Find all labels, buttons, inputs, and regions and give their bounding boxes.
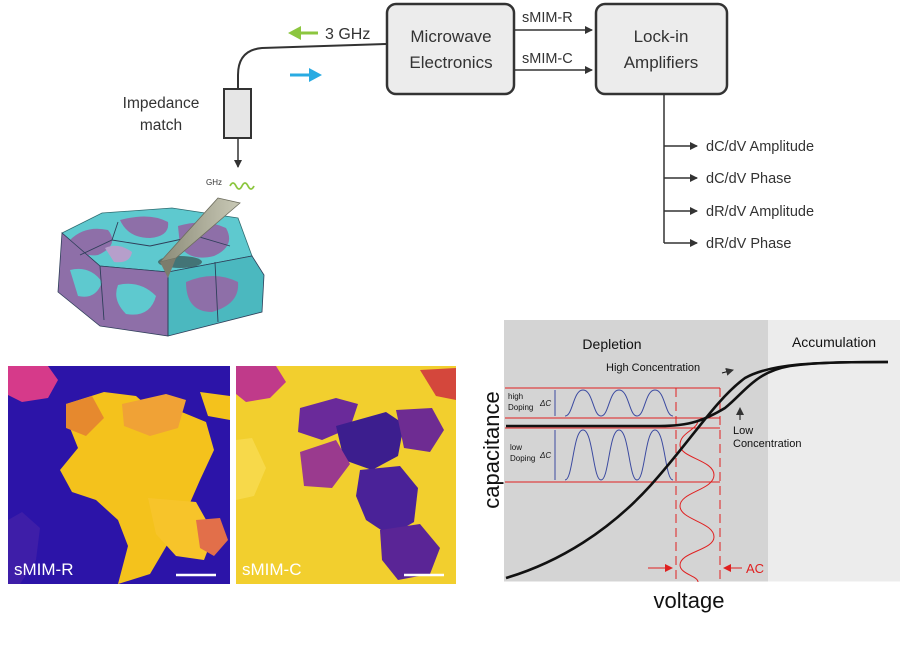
high-doping-wave bbox=[564, 389, 674, 417]
impedance-label-line1: Impedance bbox=[123, 95, 200, 112]
output-label-dcdv-amplitude: dC/dV Amplitude bbox=[706, 139, 814, 155]
delta-c-label-high: ΔC bbox=[539, 399, 551, 408]
low-doping-line2: Doping bbox=[510, 454, 535, 463]
guide-lines bbox=[505, 387, 721, 582]
smim-r-image: sMIM-R bbox=[8, 366, 230, 584]
channel-label-smim-r: sMIM-R bbox=[522, 10, 573, 26]
region-label-accumulation: Accumulation bbox=[792, 334, 876, 350]
low-doping-line1: low bbox=[510, 443, 522, 452]
high-doping-line1: high bbox=[508, 392, 523, 401]
low-concentration-line2: Concentration bbox=[733, 438, 802, 450]
output-label-dcdv-phase: dC/dV Phase bbox=[706, 171, 791, 187]
impedance-match-box bbox=[223, 88, 252, 139]
cv-plot: Depletion Accumulation high Doping ΔC lo… bbox=[479, 320, 900, 613]
high-doping-line2: Doping bbox=[508, 403, 533, 412]
ac-bias-wave bbox=[679, 419, 715, 583]
channel-label-smim-c: sMIM-C bbox=[522, 51, 573, 67]
image-label-smim-c: sMIM-C bbox=[242, 560, 301, 579]
outgoing-arrow-icon bbox=[290, 68, 322, 82]
microwave-box-line2: Electronics bbox=[409, 53, 492, 72]
depletion-region bbox=[504, 320, 768, 582]
y-axis-label: capacitance bbox=[479, 391, 504, 508]
lockin-amplifiers-box: Lock-in Amplifiers bbox=[594, 2, 729, 96]
output-label-drdv-amplitude: dR/dV Amplitude bbox=[706, 204, 814, 220]
low-concentration-line1: Low bbox=[733, 425, 753, 437]
sample-illustration: GHz bbox=[57, 178, 265, 337]
region-label-depletion: Depletion bbox=[582, 336, 641, 352]
microwave-electronics-box: Microwave Electronics bbox=[385, 2, 516, 96]
signal-frequency-label: 3 GHz bbox=[325, 26, 370, 43]
ac-label: AC bbox=[746, 561, 764, 576]
x-axis-label: voltage bbox=[654, 588, 725, 613]
impedance-label-line2: match bbox=[140, 117, 182, 134]
probe-tip bbox=[160, 258, 176, 278]
lockin-box-line2: Amplifiers bbox=[624, 53, 699, 72]
probe-ghz-label: GHz bbox=[206, 178, 222, 187]
incoming-arrow-icon bbox=[288, 26, 318, 40]
microwave-box-line1: Microwave bbox=[410, 27, 491, 46]
lockin-box-line1: Lock-in bbox=[634, 27, 689, 46]
signal-diagram: 3 GHz Microwave Electronics sMIM-R sMIM-… bbox=[123, 2, 814, 252]
image-label-smim-r: sMIM-R bbox=[14, 560, 73, 579]
output-label-drdv-phase: dR/dV Phase bbox=[706, 236, 791, 252]
microwave-signal-icon bbox=[229, 182, 255, 190]
delta-c-label-low: ΔC bbox=[539, 451, 551, 460]
coax-cable bbox=[237, 43, 387, 88]
low-doping-wave bbox=[564, 429, 674, 481]
accumulation-region bbox=[768, 320, 900, 582]
high-concentration-label: High Concentration bbox=[606, 362, 700, 374]
smim-c-image: sMIM-C bbox=[236, 366, 456, 584]
low-concentration-curve bbox=[505, 360, 889, 580]
output-bracket bbox=[663, 94, 698, 247]
